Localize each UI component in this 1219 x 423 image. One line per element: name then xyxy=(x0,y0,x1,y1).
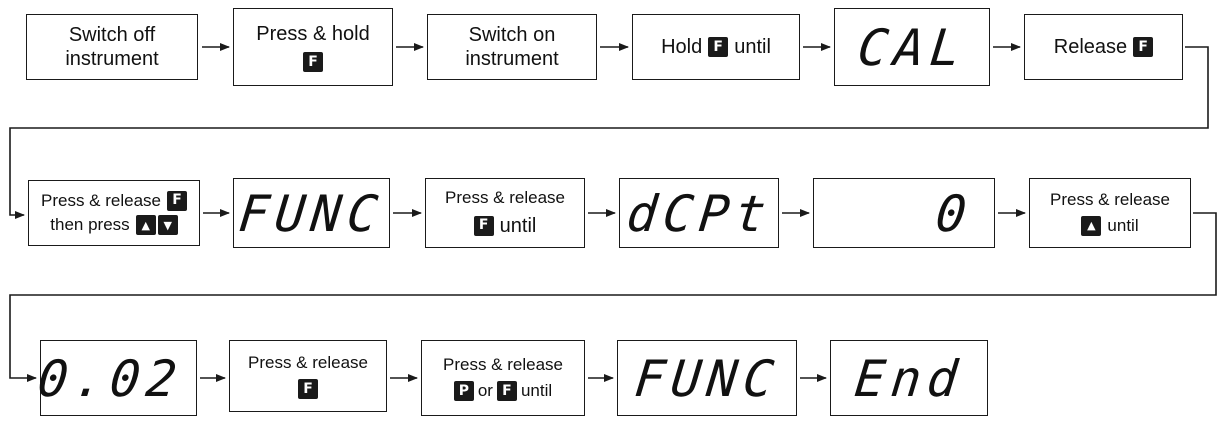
step-text: until xyxy=(499,214,537,237)
f-key-icon: F xyxy=(496,381,517,402)
down-key-icon: ▼ xyxy=(157,215,178,236)
lcd-readout: CAL xyxy=(854,19,970,77)
p-key-icon: P xyxy=(453,381,474,402)
step-text: until xyxy=(520,381,553,400)
wrap-connector xyxy=(9,212,1217,382)
f-key-icon: F xyxy=(473,215,494,236)
step-text: Switch on xyxy=(468,24,556,46)
step-press-release-f-until: Press & release F until xyxy=(425,178,585,248)
display-func-2: FUNC xyxy=(617,340,797,416)
lcd-readout: FUNC xyxy=(631,350,783,408)
step-release-f: Release F xyxy=(1024,14,1183,80)
up-key-icon: ▲ xyxy=(1081,215,1102,236)
step-press-release-f: Press & release F xyxy=(229,340,387,412)
step-text: Hold xyxy=(661,36,703,58)
lcd-readout: End xyxy=(851,350,967,408)
step-text: Press & hold xyxy=(256,23,370,45)
display-end: End xyxy=(830,340,988,416)
lcd-readout: dCPt xyxy=(623,185,775,243)
lcd-readout: 0.02 xyxy=(34,350,186,408)
lcd-readout: FUNC xyxy=(236,185,387,243)
display-dcpt: dCPt xyxy=(619,178,779,248)
step-text: instrument xyxy=(465,48,559,70)
display-func: FUNC xyxy=(233,178,390,248)
step-switch-off: Switch off instrument xyxy=(26,14,198,80)
f-key-icon: F xyxy=(167,190,187,211)
step-text: Press & release xyxy=(1050,190,1170,210)
step-text: Press & release xyxy=(248,352,368,372)
step-text: instrument xyxy=(65,48,159,70)
step-text: then press xyxy=(50,215,130,234)
step-hold-f-until: Hold F until xyxy=(632,14,800,80)
f-key-icon: F xyxy=(303,52,323,72)
step-text: Press & release xyxy=(443,354,563,374)
step-press-release-p-or-f-until: Press & release P or F until xyxy=(421,340,585,416)
f-key-icon: F xyxy=(1133,37,1154,57)
f-key-icon: F xyxy=(708,37,729,57)
step-text: until xyxy=(734,36,771,58)
step-text: Switch off xyxy=(68,24,156,46)
lcd-readout: 0 xyxy=(932,185,976,243)
step-text: Press & release xyxy=(445,188,565,208)
step-text: until xyxy=(1107,215,1139,235)
display-0-02: 0.02 xyxy=(35,340,197,416)
step-text: or xyxy=(477,381,493,400)
step-text: Release xyxy=(1053,36,1128,58)
up-key-icon: ▲ xyxy=(135,215,156,236)
display-cal: CAL xyxy=(834,8,990,86)
step-press-hold-f: Press & hold F xyxy=(233,8,393,86)
step-press-release-up-until: Press & release ▲ until xyxy=(1029,178,1191,248)
step-switch-on: Switch on instrument xyxy=(427,14,597,80)
step-press-release-f-then-arrows: Press & release F then press ▲ ▼ xyxy=(28,180,200,246)
display-zero: 0 xyxy=(813,178,995,248)
wrap-connector xyxy=(9,46,1209,219)
step-text: Press & release xyxy=(41,190,161,210)
f-key-icon: F xyxy=(298,379,318,400)
